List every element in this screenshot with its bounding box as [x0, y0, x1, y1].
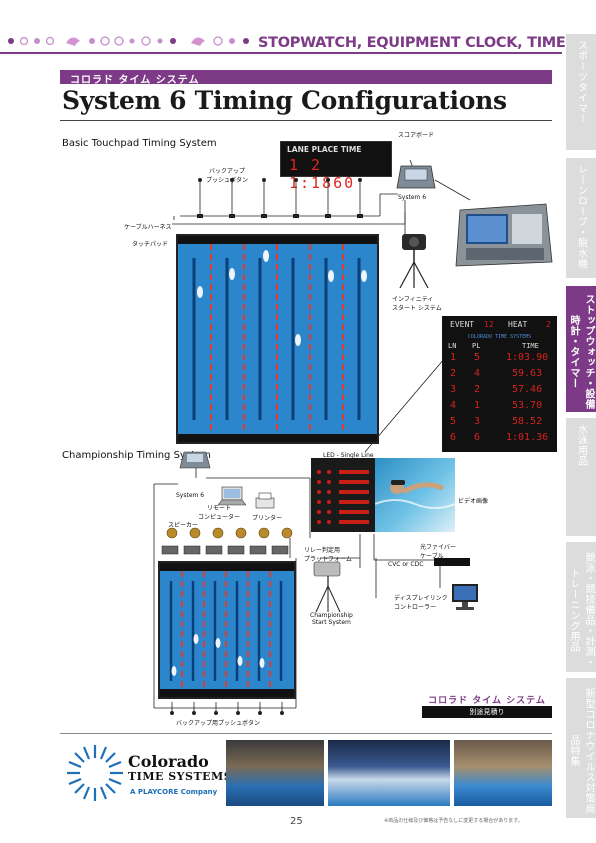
footer-brand-badge: コロラド タイム システム: [428, 696, 546, 706]
display-controller-monitor: [452, 584, 478, 610]
basic-pool: [176, 234, 379, 444]
championship-system-label: Championship Timing System: [62, 450, 211, 461]
champ-system6-console: [179, 451, 211, 469]
scoreboard-header: LANE PLACE TIME: [287, 145, 362, 154]
tab-covid-special[interactable]: 新型コロナウイルス対策商品特集: [566, 678, 596, 818]
champ-backup-buttons: [170, 702, 284, 715]
remote-computer-caption: リモート コンピューター: [198, 505, 241, 521]
led-caption: LED - Single Line: [323, 452, 374, 459]
heat-value: 2: [546, 320, 551, 329]
basic-system-label: Basic Touchpad Timing System: [62, 138, 217, 149]
scoreboard-values: 1 2 1:1860: [289, 156, 356, 192]
photo-fina-venue: [328, 740, 450, 806]
section-band-label: コロラド タイム システム: [70, 75, 200, 86]
touchpad-caption: タッチパッド: [132, 241, 169, 248]
champ-system6-caption: System 6: [176, 492, 205, 499]
scoreboard-caption: スコアボード: [398, 132, 435, 139]
led-board-digits: [317, 470, 369, 524]
tab-lane-rope[interactable]: レーンロープ・脱水機: [566, 158, 596, 278]
logo-line1: Colorado: [128, 752, 209, 771]
tab-stopwatch[interactable]: ストップウォッチ・設備時計・タイマー: [566, 286, 596, 412]
swimmer-illustration: [374, 480, 456, 509]
footnote: ※商品の仕様及び価格は予告なしに変更する場合があります。: [384, 818, 523, 824]
championship-wiring-diagram: [153, 466, 441, 709]
tab-competition-goods[interactable]: 競泳・競技備品・計測・トレーニング用品: [566, 542, 596, 672]
logo-line2: TIME SYSTEMS: [128, 770, 233, 783]
heat-label: HEAT: [508, 320, 528, 329]
cvc-caption: CVC or CDC: [388, 561, 424, 568]
display-controller-caption: ディスプレイリンク コントローラー: [394, 595, 448, 611]
printer-caption: プリンター: [252, 515, 283, 522]
video-caption: ビデオ画像: [458, 498, 489, 505]
cvc-device: [434, 558, 470, 566]
speaker-caption: スピーカー: [168, 522, 199, 529]
colorado-logo-mark: [67, 745, 123, 801]
basic-wiring-diagram: [172, 160, 471, 453]
quote-required-badge: 別途見積り: [422, 706, 552, 718]
header-rule: [0, 52, 562, 54]
system6-console: [396, 165, 436, 189]
results-brand: COLORADO TIME SYSTEMS: [467, 334, 532, 340]
col-time: TIME: [522, 342, 539, 350]
col-ln: LN: [448, 342, 457, 350]
start-system-caption: Championship Start System: [310, 612, 353, 626]
fiber-cable-caption: 光ファイバー ケーブル: [420, 544, 456, 560]
system6-caption: System 6: [398, 194, 427, 201]
decorative-dots: [8, 36, 249, 46]
section-band: [60, 70, 552, 84]
relay-platform-row: [161, 545, 289, 555]
logo-line3: A PLAYCORE Company: [130, 788, 218, 796]
event-label: EVENT: [450, 320, 475, 329]
tab-sports-timer[interactable]: スポーツタイマー: [566, 34, 596, 150]
led-single-line-board: [311, 458, 376, 532]
page-number: 25: [290, 816, 303, 827]
printer: [255, 492, 275, 509]
infinity-start-device: [399, 234, 429, 289]
champ-backup-caption: バックアップ用プッシュボタン: [176, 720, 261, 727]
remote-computer: [218, 486, 246, 506]
tab-swim-goods[interactable]: 水泳用品: [566, 418, 596, 536]
championship-start-device: [313, 561, 341, 613]
infinity-start-caption: インフィニティ スタート システム: [392, 296, 442, 312]
photo-start-blocks: [226, 740, 324, 806]
championship-pool-lanes: [160, 563, 294, 697]
title-rule: [60, 120, 552, 121]
results-scoreboard: EVENT 12 HEAT 2 COLORADO TIME SYSTEMS LN…: [442, 316, 557, 452]
speaker-row: [166, 527, 293, 539]
page-title: System 6 Timing Configurations: [62, 86, 507, 115]
relay-platform-caption: リレー判定用 プラットフォーム: [304, 547, 352, 563]
cable-harness-caption: ケーブルハーネス: [124, 224, 172, 231]
header-title: STOPWATCH, EQUIPMENT CLOCK, TIMER: [258, 35, 577, 51]
col-pl: PL: [472, 342, 481, 350]
backup-button-caption: バックアップ プッシュボタン: [206, 168, 249, 184]
photo-race-pool: [454, 740, 552, 806]
bottom-rule: [60, 733, 552, 734]
event-value: 12: [484, 320, 494, 329]
lane-scoreboard: LANE PLACE TIME 1 2 1:1860: [280, 141, 392, 192]
championship-pool: [158, 561, 296, 699]
large-console: [455, 203, 553, 267]
basic-pool-lanes: [178, 236, 377, 442]
video-image: [374, 458, 456, 532]
